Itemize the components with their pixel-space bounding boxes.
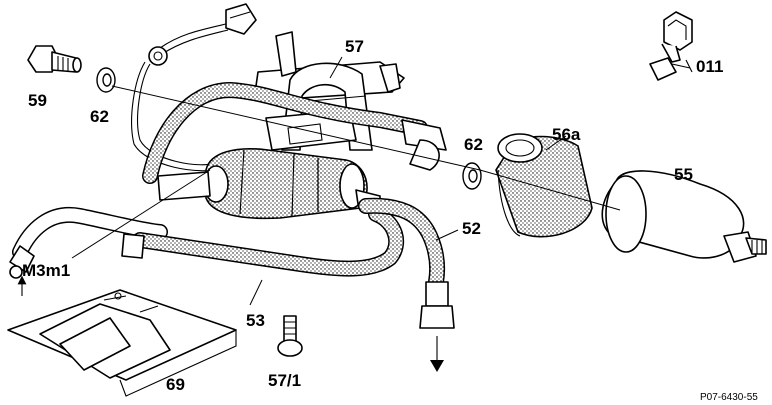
mounting-plate-69 bbox=[7, 289, 237, 397]
label-55: 55 bbox=[674, 165, 693, 184]
label-53: 53 bbox=[246, 311, 265, 330]
electrical-connector bbox=[131, 3, 257, 172]
label-62-left: 62 bbox=[90, 107, 109, 126]
seal-ring-62-left bbox=[96, 67, 116, 93]
label-62-right: 62 bbox=[464, 135, 483, 154]
seal-ring-62-right bbox=[462, 162, 482, 190]
screw-57-1 bbox=[277, 315, 303, 357]
filter-element-56a bbox=[495, 133, 593, 238]
label-011: 011 bbox=[696, 57, 723, 76]
label-69: 69 bbox=[166, 375, 185, 394]
fuel-filter-55 bbox=[601, 170, 767, 263]
fuel-pump-M3m1 bbox=[157, 148, 381, 220]
lower-corrugated-hose-53 bbox=[121, 206, 405, 277]
banjo-bolt-59 bbox=[27, 45, 82, 73]
reference-code: P07-6430-55 bbox=[700, 392, 758, 403]
pump-bracket-57 bbox=[255, 31, 405, 151]
label-57: 57 bbox=[345, 37, 364, 56]
label-M3m1: M3m1 bbox=[22, 261, 70, 280]
outlet-hose-52 bbox=[358, 197, 455, 372]
label-56a: 56a bbox=[552, 125, 581, 144]
upper-corrugated-hose bbox=[142, 82, 447, 184]
label-57-1: 57/1 bbox=[268, 371, 301, 390]
label-59: 59 bbox=[28, 91, 47, 110]
hose-clamp-011 bbox=[649, 11, 693, 81]
label-52: 52 bbox=[462, 219, 481, 238]
fuel-line-inlet bbox=[9, 206, 168, 296]
